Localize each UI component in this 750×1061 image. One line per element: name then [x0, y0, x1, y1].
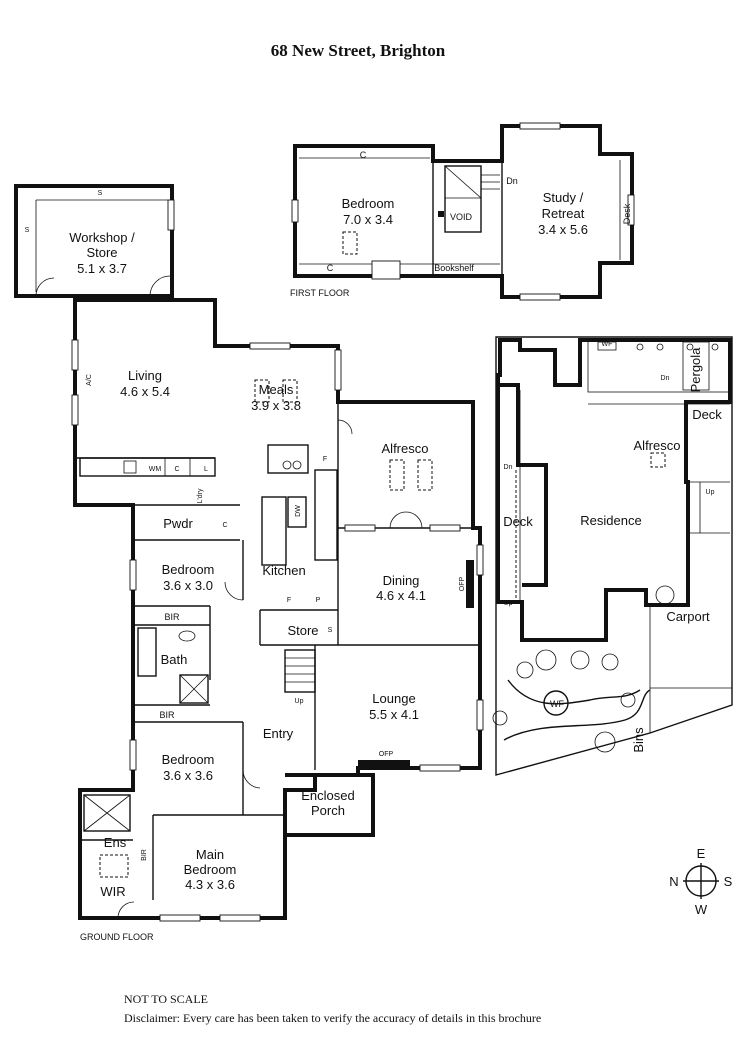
- dining-fireplace-label: OFP: [459, 576, 466, 591]
- bir-label-middle: BIR: [159, 710, 175, 720]
- store-label: Store: [287, 623, 318, 638]
- site-pergola-label: Pergola: [688, 347, 703, 393]
- fridge-label-outside: F: [323, 456, 327, 463]
- powder-room-label: Pwdr: [163, 516, 193, 531]
- laundry-cupboard-label: C: [174, 466, 179, 473]
- store-shelf-label: S: [328, 627, 333, 634]
- wir-label: WIR: [100, 884, 125, 899]
- kitchen-label: Kitchen: [262, 563, 305, 578]
- alfresco-label: Alfresco: [382, 441, 429, 456]
- fridge-label: F: [287, 597, 291, 604]
- study-label-2: Retreat: [542, 206, 585, 221]
- site-pergola-down-label: Dn: [661, 375, 670, 382]
- bedroom-3-dims: 3.6 x 3.6: [163, 768, 213, 783]
- first-bedroom-label: Bedroom: [342, 196, 395, 211]
- meals-label: Meals: [259, 382, 294, 397]
- workshop-dims: 5.1 x 3.7: [77, 261, 127, 276]
- study-label-1: Study /: [543, 190, 584, 205]
- enclosed-porch-label-2: Porch: [311, 803, 345, 818]
- bir-label-main: BIR: [141, 849, 148, 861]
- study-dims: 3.4 x 5.6: [538, 222, 588, 237]
- enclosed-porch-label-1: Enclosed: [301, 788, 354, 803]
- disclaimer-text: Disclaimer: Every care has been taken to…: [124, 1011, 541, 1025]
- workshop-shelf-top: S: [98, 190, 103, 197]
- compass-west: W: [695, 902, 708, 917]
- ground-floor-plan: [14, 184, 484, 922]
- ground-floor-label: GROUND FLOOR: [80, 932, 154, 942]
- site-woodfire-pergola-label: WF: [602, 341, 613, 348]
- main-bedroom-label-2: Bedroom: [184, 862, 237, 877]
- compass-icon: [683, 863, 719, 899]
- site-plan: [492, 336, 733, 776]
- lounge-dims: 5.5 x 4.1: [369, 707, 419, 722]
- site-deck-up-label: Up: [504, 600, 513, 607]
- first-bedroom-dims: 7.0 x 3.4: [343, 212, 393, 227]
- bedroom-2-dims: 3.6 x 3.0: [163, 578, 213, 593]
- ac-label: A/C: [86, 374, 93, 386]
- first-floor-plan: Bedroom 7.0 x 3.4 Study / Retreat 3.4 x …: [290, 122, 635, 301]
- workshop-label-2: Store: [86, 245, 117, 260]
- bedroom-2-label: Bedroom: [162, 562, 215, 577]
- stairs-up-label: Up: [295, 698, 304, 705]
- pantry-label: P: [316, 597, 321, 604]
- compass-north: N: [669, 874, 678, 889]
- stairs-down-label: Dn: [506, 176, 518, 186]
- site-deck-right-label: Deck: [692, 407, 722, 422]
- desk-label: Desk: [622, 203, 632, 224]
- entry-label: Entry: [263, 726, 294, 741]
- site-deck-left-label: Deck: [503, 514, 533, 529]
- site-up-label: Up: [706, 489, 715, 496]
- site-carport-label: Carport: [666, 609, 710, 624]
- void-label: VOID: [450, 212, 473, 222]
- site-bins-label: Bins: [631, 727, 646, 753]
- site-alfresco-label: Alfresco: [634, 438, 681, 453]
- not-to-scale-note: NOT TO SCALE: [124, 992, 208, 1006]
- lounge-label: Lounge: [372, 691, 415, 706]
- bir-label-upper: BIR: [164, 612, 180, 622]
- workshop-label-1: Workshop /: [69, 230, 135, 245]
- laundry-linen-label: L: [204, 466, 208, 473]
- site-woodfire-label: WF: [550, 699, 564, 709]
- powder-cupboard-label: C: [222, 522, 227, 529]
- main-bedroom-dims: 4.3 x 3.6: [185, 877, 235, 892]
- dining-dims: 4.6 x 4.1: [376, 588, 426, 603]
- site-stairs-down-label: Dn: [504, 464, 513, 471]
- bookshelf-label: Bookshelf: [434, 263, 474, 273]
- site-residence-label: Residence: [580, 513, 641, 528]
- dishwasher-label: DW: [295, 505, 302, 517]
- closet-label-bottom: C: [327, 263, 334, 273]
- laundry-label: L'dry: [197, 488, 204, 503]
- ensuite-label: Ens: [104, 835, 127, 850]
- page-title: 68 New Street, Brighton: [271, 41, 446, 60]
- workshop-shelf-side: S: [25, 227, 30, 234]
- bedroom-3-label: Bedroom: [162, 752, 215, 767]
- bath-label: Bath: [161, 652, 188, 667]
- first-floor-label: FIRST FLOOR: [290, 288, 350, 298]
- compass-south: S: [724, 874, 733, 889]
- meals-dims: 3.9 x 3.8: [251, 398, 301, 413]
- washing-machine-label: WM: [149, 466, 162, 473]
- dining-label: Dining: [383, 573, 420, 588]
- lounge-fireplace-label: OFP: [379, 751, 394, 758]
- main-bedroom-label-1: Main: [196, 847, 224, 862]
- compass-east: E: [697, 846, 706, 861]
- closet-label-top: C: [360, 150, 367, 160]
- living-label: Living: [128, 368, 162, 383]
- living-dims: 4.6 x 5.4: [120, 384, 170, 399]
